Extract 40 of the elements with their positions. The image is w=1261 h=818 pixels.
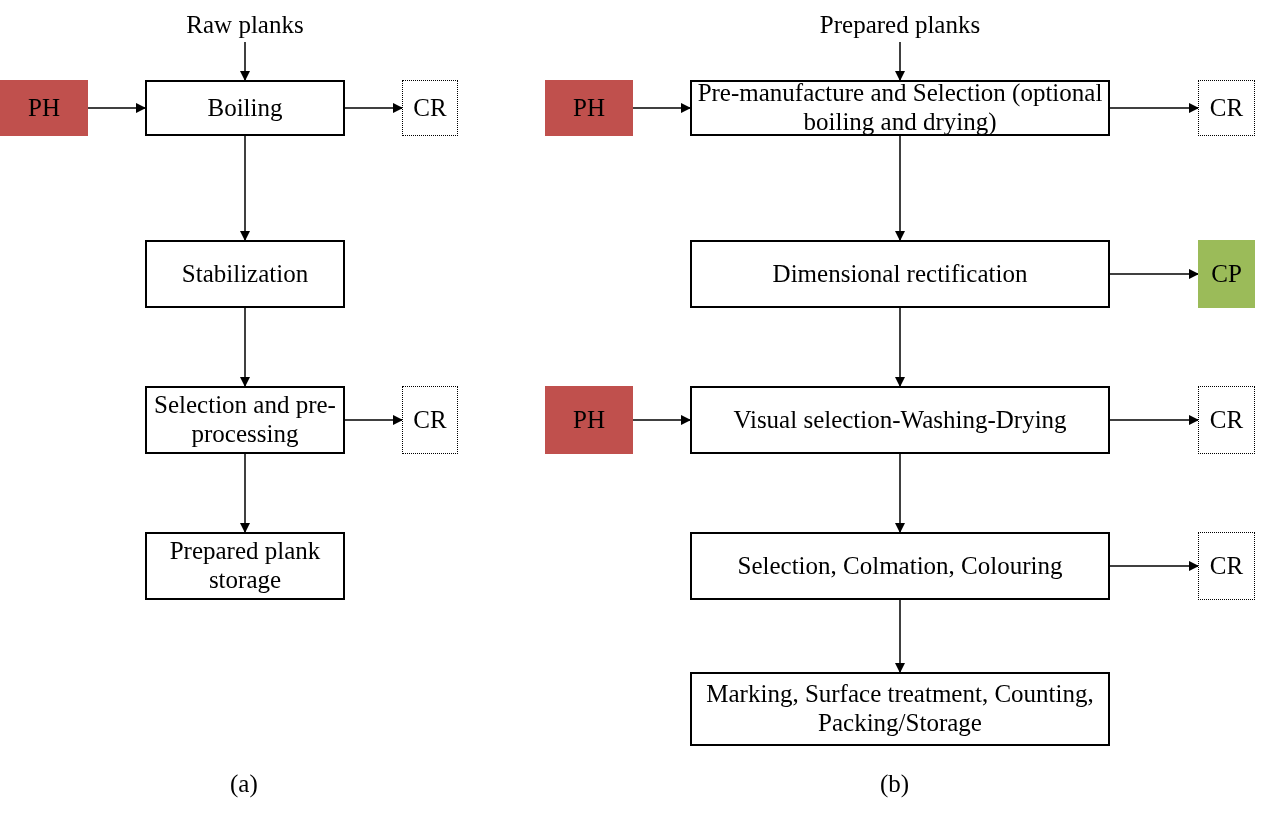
arrow (87, 102, 147, 114)
arrow (239, 135, 251, 242)
arrow (344, 414, 404, 426)
arrow (1109, 268, 1200, 280)
process-box: Pre-manufacture and Selection (optional boiling and drying) (690, 80, 1110, 136)
panel-label: (a) (230, 770, 258, 799)
arrow (894, 41, 906, 82)
process-box: Selection and pre-processing (145, 386, 345, 454)
arrow (894, 307, 906, 388)
arrow (894, 135, 906, 242)
arrow (632, 414, 692, 426)
process-box: Selection, Colmation, Colouring (690, 532, 1110, 600)
arrow (1109, 560, 1200, 572)
process-box: Boiling (145, 80, 345, 136)
heading-text: Prepared planks (800, 8, 1000, 42)
process-box: Visual selection-Washing-Drying (690, 386, 1110, 454)
arrow (1109, 414, 1200, 426)
cr-box: CR (1198, 532, 1255, 600)
arrow (1109, 102, 1200, 114)
process-box: Dimensional rectification (690, 240, 1110, 308)
arrow (632, 102, 692, 114)
process-box: Stabilization (145, 240, 345, 308)
process-box: Marking, Surface treatment, Counting, Packing/Storage (690, 672, 1110, 746)
cr-box: CR (402, 386, 458, 454)
cr-box: CR (1198, 386, 1255, 454)
cr-box: CR (1198, 80, 1255, 136)
ph-box: PH (545, 80, 633, 136)
arrow (239, 453, 251, 534)
arrow (894, 599, 906, 674)
arrow (344, 102, 404, 114)
heading-text: Raw planks (170, 8, 320, 42)
ph-box: PH (0, 80, 88, 136)
arrow (894, 453, 906, 534)
arrow (239, 41, 251, 82)
panel-label: (b) (880, 770, 910, 799)
process-box: Prepared plank storage (145, 532, 345, 600)
cr-box: CR (402, 80, 458, 136)
cp-box: CP (1198, 240, 1255, 308)
ph-box: PH (545, 386, 633, 454)
arrow (239, 307, 251, 388)
